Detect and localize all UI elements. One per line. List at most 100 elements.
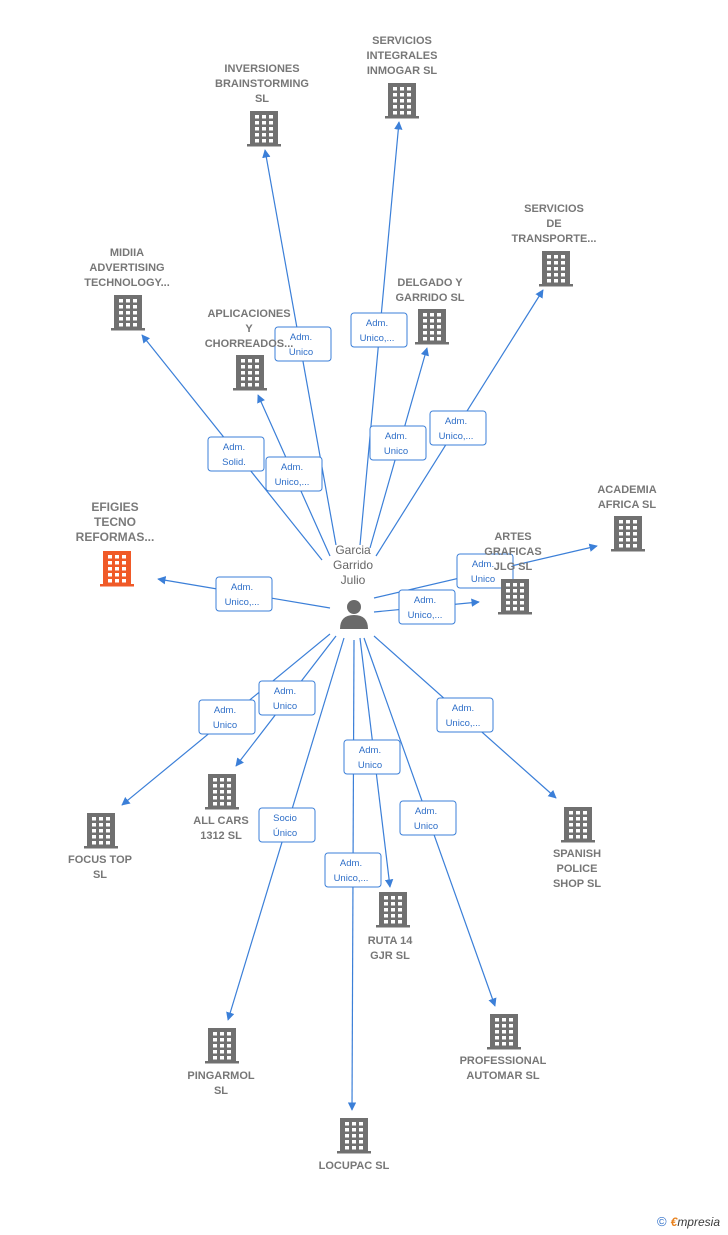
person-name-line: Garrido: [333, 558, 373, 572]
company-name-line: RUTA 14: [368, 935, 414, 947]
company-name-line: SHOP SL: [553, 878, 601, 890]
company-name-line: SL: [93, 869, 107, 881]
company-name-line: INTEGRALES: [367, 50, 438, 62]
edges-layer: Adm.UnicoAdm.Unico,...Adm.Unico,...Adm.U…: [121, 121, 598, 1111]
company-name-line: GRAFICAS: [484, 546, 541, 558]
edge-label-box: [436, 697, 494, 733]
building-icon[interactable]: [415, 309, 449, 345]
edge-label-text: Adm.: [223, 442, 245, 453]
edge-label-text: Unico: [384, 446, 408, 457]
company-node-midiia[interactable]: MIDIIAADVERTISINGTECHNOLOGY...: [84, 247, 170, 331]
company-node-ruta[interactable]: RUTA 14 GJR SL: [368, 892, 414, 962]
edge-label-text: Adm.: [452, 703, 474, 714]
company-name-line: SERVICIOS: [372, 35, 432, 47]
building-icon[interactable]: [539, 251, 573, 287]
copyright-footer: ©€mpresia: [657, 1214, 720, 1229]
building-icon[interactable]: [247, 111, 281, 147]
edge-label-text: Unico: [471, 574, 495, 585]
company-node-pingarmol[interactable]: PINGARMOL SL: [187, 1028, 255, 1097]
company-node-servicios-transporte[interactable]: SERVICIOSDETRANSPORTE...: [512, 203, 597, 287]
building-icon[interactable]: [205, 774, 239, 810]
edge-label-box: [207, 436, 265, 472]
brand-logo-text[interactable]: mpresia: [677, 1215, 720, 1229]
edge-label-artes[interactable]: Adm.Unico,...: [398, 589, 456, 625]
edge-label-focus[interactable]: Adm.Unico: [198, 699, 256, 735]
edge-label-inversiones[interactable]: Adm.Unico: [274, 326, 332, 362]
edge-label-spanish[interactable]: Adm. Unico,...: [436, 697, 494, 733]
edge-label-delgado[interactable]: Adm.Unico: [369, 425, 427, 461]
building-icon[interactable]: [376, 892, 410, 928]
company-name-line: PINGARMOL: [187, 1070, 255, 1082]
company-name-line: APLICACIONES: [207, 308, 290, 320]
company-name-line: SL: [214, 1085, 228, 1097]
building-icon[interactable]: [84, 813, 118, 849]
edge-label-text: Adm.: [414, 595, 436, 606]
edge-label-professional[interactable]: Adm. Unico: [399, 800, 457, 836]
edge-label-text: Adm.: [274, 686, 296, 697]
building-icon[interactable]: [205, 1028, 239, 1064]
company-name-line: GJR SL: [370, 950, 410, 962]
building-icon[interactable]: [337, 1118, 371, 1154]
edge-label-box: [398, 589, 456, 625]
edge-label-text: Unico,...: [225, 597, 260, 608]
edge-label-text: Unico: [273, 701, 297, 712]
edge-label-ruta[interactable]: Adm.Unico: [343, 739, 401, 775]
company-name-line: DELGADO Y: [397, 277, 463, 289]
edge-label-allcars[interactable]: Adm. Unico: [258, 680, 316, 716]
building-icon[interactable]: [233, 355, 267, 391]
edge-label-servicios-transporte[interactable]: Adm.Unico,...: [429, 410, 487, 446]
edge-label-servicios-integrales[interactable]: Adm.Unico,...: [350, 312, 408, 348]
company-name-line: AUTOMAR SL: [466, 1070, 539, 1082]
edge-label-box: [324, 852, 382, 888]
edge-label-locupac[interactable]: Adm.Unico,...: [324, 852, 382, 888]
building-icon[interactable]: [385, 83, 419, 119]
edge-label-box: [343, 739, 401, 775]
company-node-efigies[interactable]: EFIGIESTECNOREFORMAS...: [76, 500, 155, 587]
edge-label-text: Unico,...: [446, 718, 481, 729]
brand-logo-initial: €: [670, 1215, 678, 1229]
company-name-line: Y: [245, 323, 253, 335]
edge-label-text: Adm.: [281, 462, 303, 473]
edge-label-efigies[interactable]: Adm.Unico,...: [215, 576, 273, 612]
building-icon[interactable]: [100, 551, 134, 587]
company-name-line: MIDIIA: [110, 247, 144, 259]
company-name-line: BRAINSTORMING: [215, 78, 309, 90]
building-icon[interactable]: [111, 295, 145, 331]
company-name-line: CHORREADOS...: [205, 338, 294, 350]
company-node-aplicaciones[interactable]: APLICACIONES Y CHORREADOS...: [205, 308, 294, 391]
company-name-line: ARTES: [494, 531, 531, 543]
edge-label-text: Solid.: [222, 457, 246, 468]
edge-label-academia[interactable]: Adm. Unico: [456, 553, 514, 589]
edge-label-text: Adm.: [415, 806, 437, 817]
edge-label-text: Unico: [414, 821, 438, 832]
building-icon[interactable]: [561, 807, 595, 843]
edge-label-text: Adm.: [472, 559, 494, 570]
building-icon[interactable]: [611, 516, 645, 552]
building-icon[interactable]: [498, 579, 532, 615]
person-icon[interactable]: [340, 600, 368, 629]
company-name-line: ADVERTISING: [89, 262, 164, 274]
edge-label-box: [258, 680, 316, 716]
edge-label-midiia[interactable]: Adm. Solid.: [207, 436, 265, 472]
edge-label-text: Único: [273, 828, 297, 839]
person-name-line: Julio: [341, 573, 366, 587]
edge-label-text: Adm.: [290, 332, 312, 343]
building-icon[interactable]: [487, 1014, 521, 1050]
company-name-line: DE: [546, 218, 561, 230]
company-name-line: ALL CARS: [193, 815, 248, 827]
edge-label-aplicaciones[interactable]: Adm.Unico,...: [265, 456, 323, 492]
company-node-locupac[interactable]: LOCUPAC SL: [319, 1118, 390, 1172]
edge-label-box: [258, 807, 316, 843]
